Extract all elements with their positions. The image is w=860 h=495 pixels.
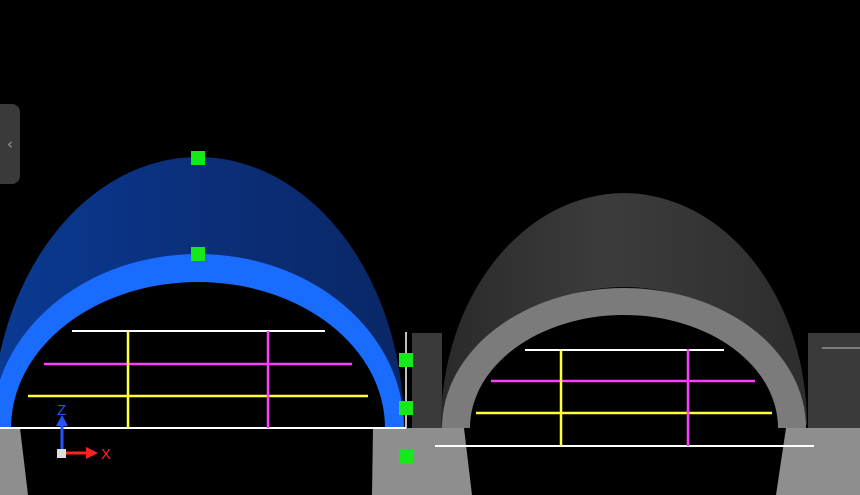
grip-handle[interactable]: [191, 247, 205, 261]
side-panel-toggle[interactable]: ‹: [0, 104, 20, 184]
grip-handle[interactable]: [399, 450, 413, 464]
grip-handle[interactable]: [399, 353, 413, 367]
axis-origin-marker: [57, 449, 66, 458]
x-axis-label: X: [101, 446, 111, 463]
floor-block-middle: [372, 428, 472, 495]
grip-handle[interactable]: [399, 401, 413, 415]
z-axis-label: Z: [57, 402, 66, 419]
unselected-arch-part[interactable]: [372, 193, 860, 495]
floor-block-right: [776, 428, 860, 495]
chevron-left-icon: ‹: [7, 134, 13, 153]
x-axis-arrowhead: [86, 447, 98, 459]
selected-arch-part[interactable]: [0, 151, 413, 495]
grip-handle[interactable]: [191, 151, 205, 165]
floor-block-left: [0, 428, 28, 495]
unselected-arch-outer: [441, 193, 807, 425]
selected-arch-outer: [0, 157, 404, 428]
unselected-arch-inner-ring: [442, 288, 806, 428]
axis-triad: Z X: [56, 402, 111, 463]
wall-block-right: [808, 333, 860, 428]
selected-arch-inner-ring: [0, 254, 404, 428]
z-axis-arrowhead: [56, 415, 68, 426]
wall-block-left: [412, 333, 442, 428]
